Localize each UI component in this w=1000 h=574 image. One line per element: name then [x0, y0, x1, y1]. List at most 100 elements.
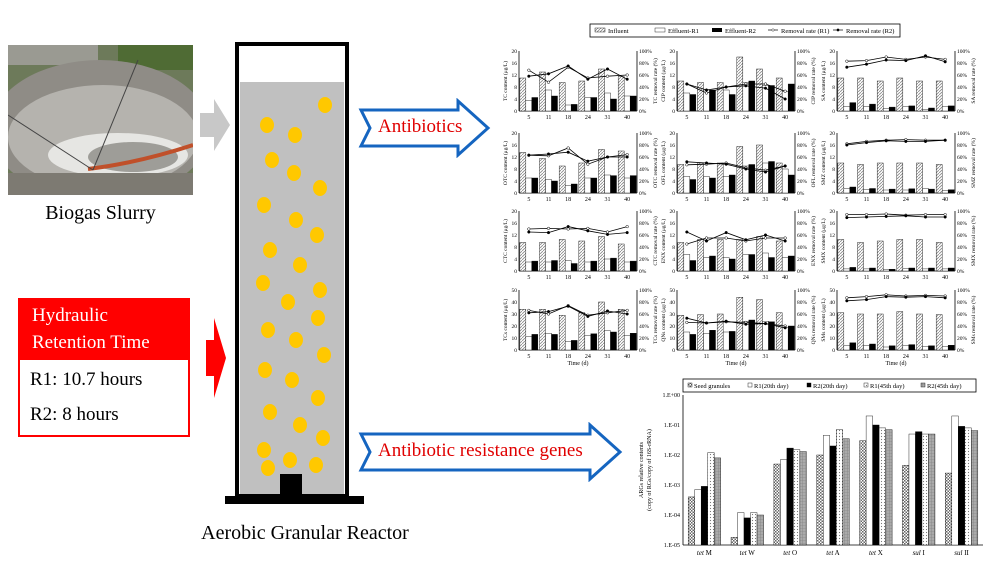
- legend-label: Seed granules: [694, 383, 731, 390]
- y-tick-label: 8: [514, 85, 517, 91]
- bar-influent: [697, 239, 704, 272]
- y-axis-label: TCs content (μg/L): [502, 299, 509, 342]
- bar-effluent-r1: [703, 176, 710, 194]
- bar-effluent-r1: [564, 104, 572, 112]
- x-tick-label: 24: [743, 197, 749, 203]
- bar-effluent-r2: [748, 80, 756, 112]
- bar-effluent-r1: [902, 345, 910, 351]
- x-tick-label: 24: [585, 354, 591, 360]
- y2-tick-label: 0%: [797, 269, 805, 275]
- y2-tick-label: 80%: [957, 300, 968, 306]
- bar-influent: [775, 240, 783, 272]
- x-tick-label: tet A: [826, 549, 839, 557]
- y-tick-label: 12: [830, 233, 836, 239]
- bar-effluent-r2: [610, 175, 617, 194]
- bar-seed-granules: [773, 463, 781, 546]
- y-tick-label: 20: [830, 131, 836, 137]
- x-tick-label: 18: [723, 275, 729, 281]
- y-axis-label: QNs content (μg/L): [660, 298, 667, 341]
- y2-tick-label: 40%: [797, 85, 808, 91]
- y2-tick-label: 20%: [797, 257, 808, 263]
- x-tick-label: 11: [864, 115, 870, 121]
- x-tick-label: 11: [864, 197, 870, 203]
- point-removal-r1: [527, 227, 531, 231]
- x-tick-label: 18: [883, 197, 889, 203]
- point-removal-r2: [943, 60, 947, 64]
- y-tick-label: 20: [670, 131, 676, 137]
- granule: [289, 212, 303, 228]
- y2-tick-label: 100%: [957, 288, 970, 294]
- bar-influent: [539, 309, 546, 351]
- y-tick-label: 40: [670, 300, 676, 306]
- bar-influent: [857, 242, 864, 272]
- bar-r1-20th-day-: [737, 512, 745, 546]
- y-tick-label: 16: [670, 143, 676, 149]
- y-axis-label: ARGs relative contents: [639, 441, 645, 498]
- bar-effluent-r2: [531, 97, 539, 112]
- point-removal-r2: [904, 59, 908, 63]
- x-tick-label: 18: [723, 354, 729, 360]
- line-removal-r2: [846, 215, 946, 218]
- x-tick-label: 31: [605, 197, 611, 203]
- line-removal-r1: [528, 226, 628, 233]
- bar-r2-45th-day-: [756, 514, 764, 546]
- bar-effluent-r1: [902, 189, 910, 194]
- bar-effluent-r1: [584, 335, 592, 351]
- x-tick-label: 24: [743, 275, 749, 281]
- legend-label: R2(45th day): [927, 383, 961, 390]
- y-tick-label: 8: [672, 245, 675, 251]
- bar-seed-granules: [902, 465, 910, 546]
- bar-effluent-r2: [551, 95, 558, 112]
- y-tick-label: 0: [514, 269, 517, 275]
- bar-effluent-r2: [570, 104, 578, 112]
- y-tick-label: 20: [670, 49, 676, 55]
- bar-influent: [916, 162, 923, 194]
- x-tick-label: 11: [704, 354, 710, 360]
- bar-effluent-r1: [545, 333, 552, 351]
- point-removal-r2: [845, 143, 849, 147]
- point-removal-r2: [625, 77, 629, 81]
- point-removal-r2: [566, 64, 570, 68]
- y2-axis-label: CTC removal rate (%): [652, 216, 659, 265]
- bar-effluent-r1: [604, 174, 611, 194]
- bar-r2-45th-day-: [928, 433, 936, 546]
- x-tick-label: 11: [546, 115, 552, 121]
- line-removal-r2: [846, 296, 946, 302]
- point-removal-r1: [625, 73, 629, 77]
- x-tick-label: 18: [565, 275, 571, 281]
- bar-effluent-r1: [941, 190, 949, 194]
- bar-effluent-r2: [908, 267, 916, 272]
- bar-effluent-r1: [781, 327, 789, 351]
- y2-tick-label: 80%: [797, 221, 808, 227]
- legend-label: R2(20th day): [813, 383, 847, 390]
- point-removal-r1: [845, 213, 849, 217]
- bar-influent: [896, 239, 904, 272]
- y2-tick-label: 20%: [957, 257, 968, 263]
- x-tick-label: 31: [763, 275, 769, 281]
- point-removal-r1: [763, 236, 768, 240]
- y2-axis-label: OTC removal rate (%): [652, 138, 659, 188]
- bar-effluent-r2: [551, 180, 558, 194]
- granule: [289, 332, 303, 348]
- granule: [263, 242, 277, 258]
- x-tick-label: 40: [782, 275, 788, 281]
- line-removal-r2: [686, 231, 786, 242]
- x-tick-label: tet M: [697, 549, 713, 557]
- bar-r2-20th-day-: [872, 424, 880, 546]
- legend-swatch: [712, 28, 722, 32]
- x-tick-label: 31: [923, 275, 929, 281]
- point-removal-r1: [527, 68, 531, 72]
- y-tick-label: 20: [670, 324, 676, 330]
- bar-effluent-r2: [531, 334, 539, 351]
- legend-label: Effluent-R1: [668, 28, 699, 35]
- bar-r2-20th-day-: [743, 517, 751, 546]
- x-tick-label: 24: [903, 275, 909, 281]
- point-removal-r2: [625, 312, 629, 316]
- bar-influent: [935, 314, 943, 351]
- bar-influent: [896, 311, 904, 351]
- bar-influent: [617, 150, 625, 194]
- point-removal-r2: [605, 232, 610, 236]
- point-removal-r2: [586, 314, 590, 318]
